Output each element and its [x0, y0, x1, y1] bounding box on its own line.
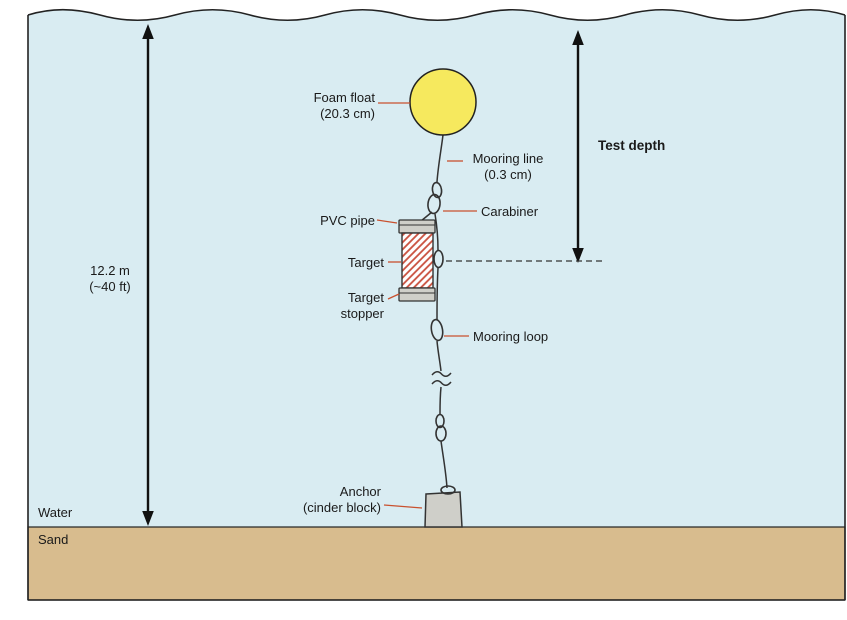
label-carabiner: Carabiner [481, 204, 539, 219]
anchor-block [424, 485, 463, 528]
target-assembly [398, 219, 436, 302]
surface-wave [27, 9, 846, 21]
water-depth-value: 12.2 m [90, 263, 130, 278]
label-anchor: Anchor (cinder block) [302, 484, 381, 515]
label-target-stopper: Target stopper [340, 290, 384, 321]
label-sand: Sand [38, 532, 69, 547]
label-foam-float: Foam float (20.3 cm) [313, 90, 375, 121]
chain-links [435, 413, 447, 442]
label-water-depth: 12.2 m (~40 ft) [80, 263, 140, 295]
target-line-loop [433, 249, 444, 269]
pvc-pipe-cap [398, 219, 436, 234]
leader-pvc-pipe [376, 219, 398, 224]
sand-area [27, 526, 846, 601]
leader-lines [376, 102, 477, 509]
test-depth-arrow [572, 30, 584, 263]
target-stopper-cap [398, 287, 436, 302]
diagram-border [27, 15, 846, 601]
mooring-loop-oval [430, 318, 444, 342]
label-test-depth: Test depth [598, 138, 666, 153]
water-depth-sub: (~40 ft) [89, 279, 131, 294]
carabiner-links [427, 181, 443, 215]
line-break-marks [431, 371, 452, 386]
foam-float-ball [409, 68, 477, 136]
target-cylinder [401, 232, 434, 289]
label-mooring-loop: Mooring loop [473, 329, 549, 344]
water-depth-arrow [142, 24, 154, 526]
leader-target-stopper [387, 293, 400, 300]
leader-anchor [383, 504, 423, 509]
label-water: Water [38, 505, 73, 520]
label-target: Target [347, 255, 384, 270]
label-pvc-pipe: PVC pipe [320, 213, 375, 228]
label-mooring-line: Mooring line (0.3 cm) [472, 151, 544, 182]
